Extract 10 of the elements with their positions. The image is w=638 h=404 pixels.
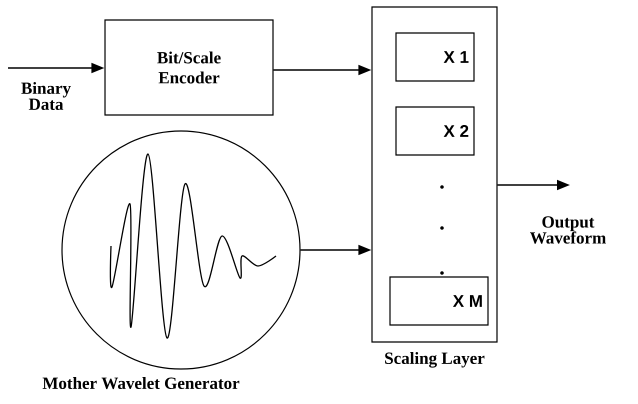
multiplier-box: X M (389, 276, 489, 326)
multiplier-box: X 1 (395, 32, 475, 82)
encoder-box: Bit/Scale Encoder (104, 19, 274, 116)
scaling-layer-box (371, 6, 498, 343)
generator-label: Mother Wavelet Generator (42, 377, 240, 390)
multiplier-box: X 2 (395, 106, 475, 156)
wavelet-generator-circle (61, 130, 301, 370)
edge-label: Binary Data (21, 82, 71, 110)
edge-label: Output Waveform (530, 216, 606, 244)
layer-label: Scaling Layer (385, 352, 484, 368)
